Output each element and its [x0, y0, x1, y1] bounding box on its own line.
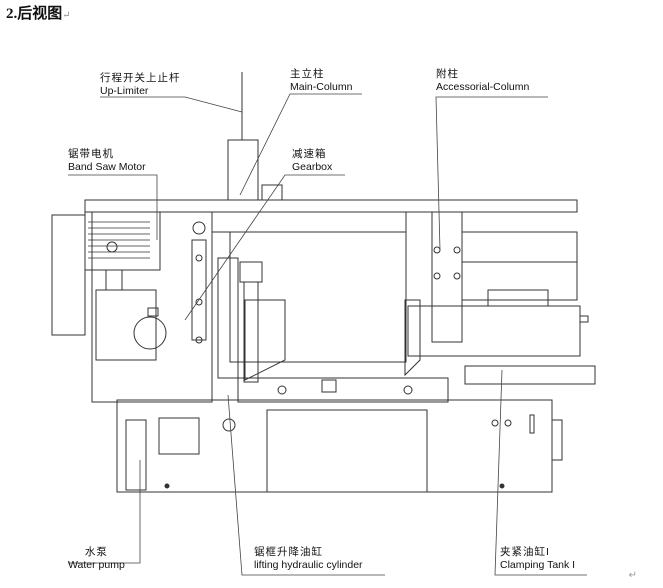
main-column — [227, 139, 259, 201]
clamping-cylinder — [464, 365, 596, 385]
motor-cover — [51, 214, 86, 336]
paragraph-mark: ↵ — [62, 10, 71, 21]
base — [116, 399, 553, 493]
vise — [407, 305, 581, 357]
cylinder-valve — [239, 261, 263, 283]
motor-body — [84, 211, 161, 271]
gearbox-plate — [91, 211, 213, 403]
water-pump — [125, 419, 147, 491]
page-title: 2.后视图↵ — [6, 6, 71, 22]
gearbox-wheel — [133, 316, 167, 350]
top-beam — [84, 199, 578, 213]
accessorial-column — [431, 211, 463, 343]
return-mark: ↵ — [628, 570, 637, 581]
control-panel — [158, 417, 200, 455]
